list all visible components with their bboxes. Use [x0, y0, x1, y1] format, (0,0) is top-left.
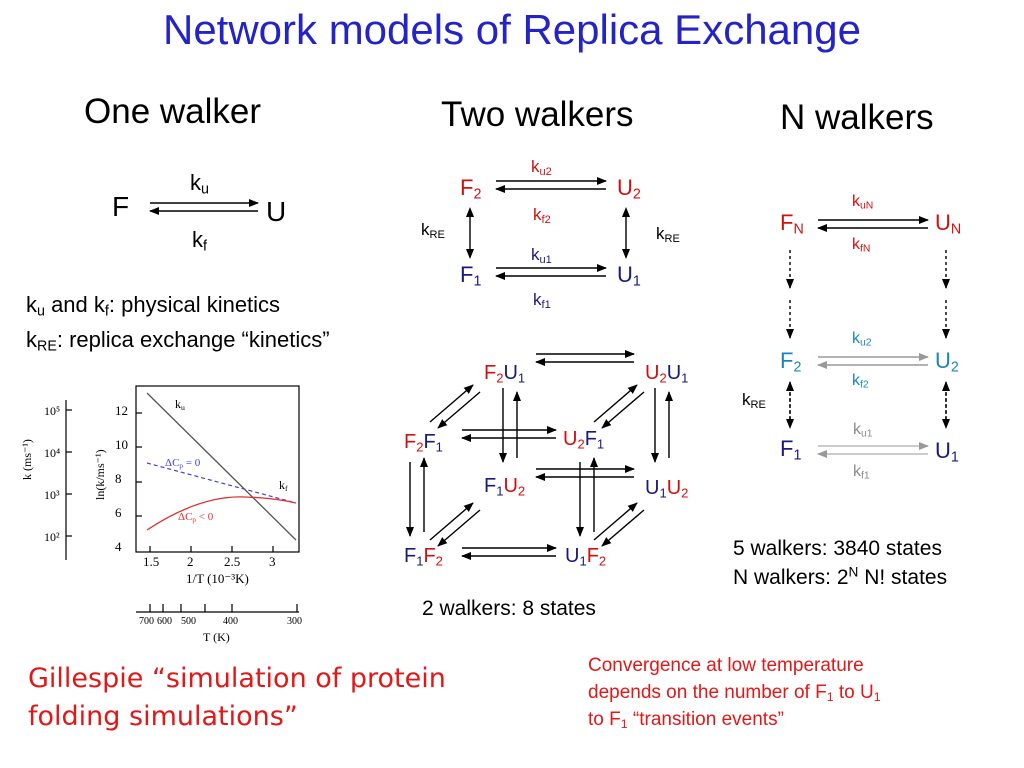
nw-FN: FN [780, 210, 804, 238]
nw-U1: U1 [935, 438, 959, 466]
nw-kRE: kRE [742, 390, 766, 411]
nw-U2: U2 [935, 348, 959, 376]
cube-state-F2U1: F2U1 [484, 362, 526, 386]
one-walker-ku: ku [190, 170, 209, 198]
nw-F2: F2 [780, 348, 802, 376]
tw-ku2: ku2 [531, 157, 552, 178]
two-walkers-states-note: 2 walkers: 8 states [422, 597, 596, 620]
tw-kRE-right: kRE [656, 224, 680, 245]
plot-frame [135, 385, 300, 553]
tw-F1: F1 [460, 262, 482, 290]
t-tick-700: 700 [139, 616, 154, 627]
x-tick-3: 2.5 [224, 554, 241, 569]
left-ticks: 10⁵ 10⁴ 10³ 10² [44, 404, 61, 544]
cube-state-U1U2: U1U2 [645, 477, 689, 501]
one-walker-U: U [266, 196, 287, 227]
tw-F2: F2 [460, 175, 482, 203]
one-walker-arrows [149, 199, 259, 215]
t-tick-300: 300 [287, 616, 302, 627]
tw-kf1: kf1 [533, 290, 551, 311]
convergence-note: Convergence at low temperature depends o… [588, 655, 881, 732]
t-label: T (K) [203, 630, 230, 644]
n-walker-arrows [786, 216, 950, 458]
dcpneg-label: ΔCp < 0 [178, 511, 214, 524]
left-ylabel: k (ms⁻¹) [20, 439, 34, 480]
cube-state-U2F1: U2F1 [563, 428, 605, 452]
nw-kfN: kfN [852, 236, 871, 255]
heading-one-walker: One walker [84, 92, 262, 131]
nw-kf1: kf1 [853, 463, 870, 482]
gillespie-note: Gillespie “simulation of protein folding… [28, 663, 446, 732]
ku-line [146, 392, 297, 541]
cube-state-F1U2: F1U2 [484, 475, 526, 499]
nw-UN: UN [935, 210, 962, 238]
x-label: 1/T (10⁻³K) [186, 571, 249, 586]
heading-n-walkers: N walkers [780, 98, 934, 137]
right-ticks: 12 10 8 6 4 [115, 403, 128, 554]
dcpneg-curve [146, 496, 297, 531]
tw-U1: U1 [617, 262, 641, 290]
dcp0-label: ΔCp = 0 [165, 457, 201, 470]
nw-kf2: kf2 [852, 372, 869, 391]
nw-kuN: kuN [852, 193, 874, 212]
heading-two-walkers: Two walkers [441, 95, 634, 134]
note-physical-kinetics: ku and kf: physical kinetics [26, 292, 281, 320]
tw-kRE-left: kRE [421, 220, 445, 241]
t-tick-500: 500 [181, 616, 196, 627]
t-tick-600: 600 [157, 616, 172, 627]
x-tick-2: 2 [187, 554, 194, 569]
one-walker-F: F [112, 191, 130, 222]
dcp0-line [146, 462, 297, 504]
kf-curve-label: kf [279, 478, 288, 493]
x-tick-1: 1.5 [143, 554, 160, 569]
ku-curve-label: ku [175, 397, 185, 412]
x-tick-4: 3 [269, 554, 276, 569]
slide-title: Network models of Replica Exchange [162, 6, 861, 53]
tw-U2: U2 [617, 175, 641, 203]
cube-state-U1F2: U1F2 [565, 545, 607, 569]
nw-ku1: ku1 [853, 421, 873, 440]
n-walkers-line1: 5 walkers: 3840 states [733, 537, 942, 560]
right-ylabel: ln(k/ms⁻¹) [93, 449, 107, 500]
t-tick-400: 400 [223, 616, 238, 627]
tw-ku1: ku1 [531, 245, 552, 266]
n-walkers-line2: N walkers: 2N N! states [733, 564, 948, 589]
cube-state-F1F2: F1F2 [404, 545, 443, 569]
nw-ku2: ku2 [852, 330, 872, 349]
note-replica-exchange: kRE: replica exchange “kinetics” [26, 327, 330, 355]
cube-state-F2F1: F2F1 [404, 431, 443, 455]
tw-kf2: kf2 [533, 205, 551, 226]
cube-arrows [406, 350, 673, 560]
one-walker-kf: kf [192, 227, 207, 255]
two-walker-arrows [466, 177, 630, 280]
nw-F1: F1 [780, 436, 802, 464]
cube-state-U2U1: U2U1 [645, 362, 689, 386]
